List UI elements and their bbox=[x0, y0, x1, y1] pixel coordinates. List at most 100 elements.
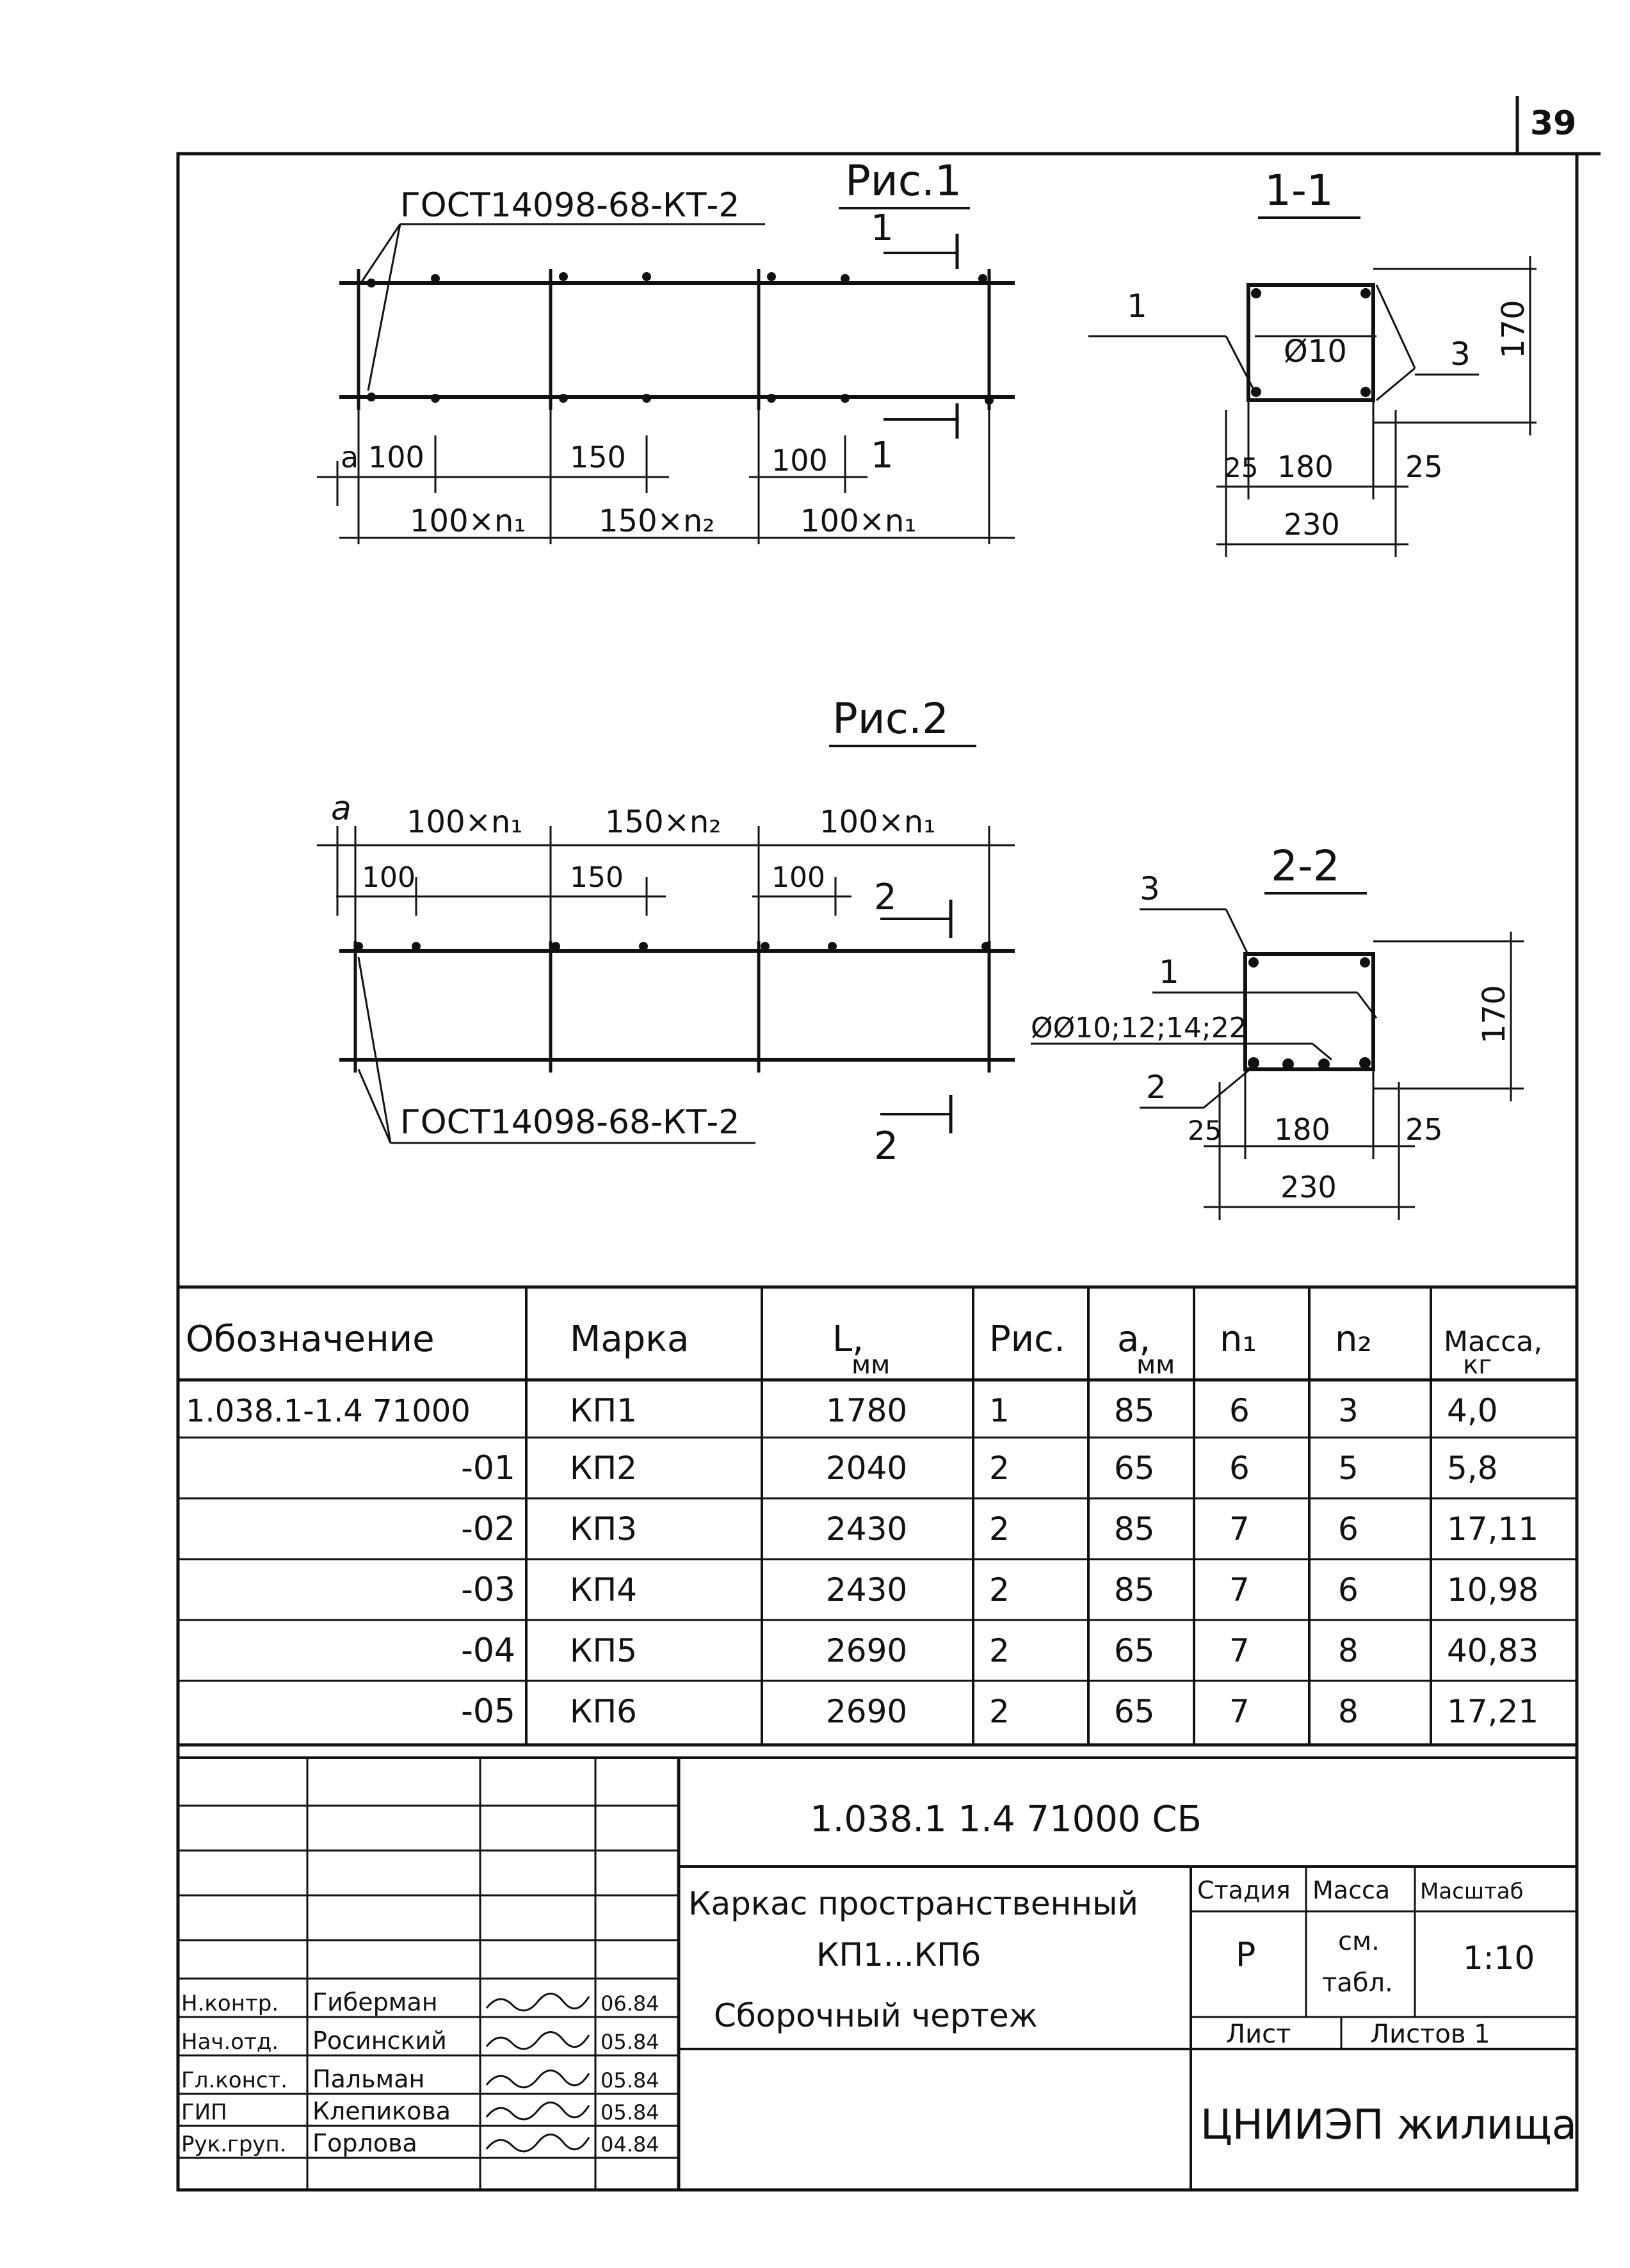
table-cell: КП3 bbox=[570, 1511, 637, 1548]
signer-name: Горлова bbox=[312, 2129, 417, 2157]
section2-total: 230 bbox=[1280, 1170, 1337, 1204]
fig2-title: Рис.2 bbox=[832, 694, 949, 743]
drawing-name-line2: КП1...КП6 bbox=[816, 1936, 981, 1973]
signer-role: ГИП bbox=[181, 2100, 227, 2125]
section2-dim-left: 25 bbox=[1188, 1115, 1222, 1146]
leader-line bbox=[1225, 909, 1250, 956]
section2-title: 2-2 bbox=[1271, 841, 1340, 891]
signer-role: Н.контр. bbox=[181, 1991, 278, 2016]
leader-line bbox=[1375, 284, 1416, 369]
table-cell: 2 bbox=[989, 1571, 1010, 1608]
table-cell: 40,83 bbox=[1447, 1632, 1538, 1669]
table-cell: КП6 bbox=[570, 1693, 637, 1730]
table-cell: 6 bbox=[1338, 1571, 1359, 1608]
leader-line bbox=[1312, 1042, 1332, 1061]
table-cell: 2040 bbox=[826, 1450, 907, 1487]
fig2-section-mark-bottom: 2 bbox=[874, 1124, 898, 1169]
section2-callout-3: 3 bbox=[1140, 870, 1160, 907]
section1-stirrup bbox=[1247, 283, 1375, 402]
leader-line bbox=[1225, 336, 1256, 393]
section1-dim-right: 25 bbox=[1405, 450, 1443, 484]
fig1-dim-100b: 100 bbox=[771, 443, 828, 478]
section2-dim-mid: 180 bbox=[1274, 1112, 1330, 1147]
figure-2: Рис.2 a 100×n₁ 150×n₂ 100×n₁ 100 150 100… bbox=[317, 694, 1015, 1169]
section1-total: 230 bbox=[1284, 507, 1340, 542]
table-cell-designation: -02 bbox=[461, 1510, 515, 1548]
organization: ЦНИИЭП жилища bbox=[1200, 2102, 1577, 2149]
fig2-inner-150: 150 bbox=[570, 861, 624, 894]
table-header-unit: кг bbox=[1463, 1350, 1492, 1380]
section2-stirrup bbox=[1243, 952, 1375, 1071]
table-header: Масса, bbox=[1444, 1325, 1542, 1358]
signer-date: 05.84 bbox=[601, 2100, 659, 2125]
signer-date: 06.84 bbox=[601, 1991, 659, 2016]
signature-grid bbox=[178, 1758, 679, 2190]
fig2-dim-n1: 100×n₁ bbox=[407, 804, 523, 840]
table-cell: 85 bbox=[1114, 1392, 1155, 1429]
table-cell: 17,21 bbox=[1447, 1693, 1538, 1730]
table-cell: 2 bbox=[989, 1693, 1010, 1730]
leader-line bbox=[1203, 1069, 1249, 1109]
table-cell-designation: -01 bbox=[461, 1449, 515, 1487]
fig1-section-mark-top: 1 bbox=[871, 207, 894, 249]
section2-height: 170 bbox=[1476, 985, 1512, 1044]
table-header: Обозначение bbox=[186, 1318, 435, 1360]
section1-title: 1-1 bbox=[1264, 166, 1334, 215]
stage-value: Р bbox=[1236, 1936, 1255, 1974]
signature-scribble bbox=[485, 2070, 590, 2089]
table-cell-designation: 1.038.1-1.4 71000 bbox=[186, 1393, 471, 1429]
fig2-dim-n1b: 100×n₁ bbox=[819, 804, 936, 840]
table-cell: 17,11 bbox=[1447, 1511, 1538, 1548]
table-cell: 7 bbox=[1229, 1632, 1250, 1669]
stage-label: Стадия bbox=[1197, 1876, 1291, 1904]
scale-value: 1:10 bbox=[1463, 1940, 1535, 1977]
table-cell: 2 bbox=[989, 1632, 1010, 1669]
leader-line bbox=[357, 1069, 392, 1144]
table-cell-designation: -03 bbox=[461, 1571, 515, 1609]
fig1-section-mark-bottom: 1 bbox=[871, 435, 894, 476]
fig2-weld-note: ГОСТ14098-68-КТ-2 bbox=[400, 1103, 739, 1142]
dimension-ticks bbox=[336, 410, 990, 544]
signer-date: 05.84 bbox=[601, 2030, 659, 2054]
table-header-unit: мм bbox=[1136, 1350, 1175, 1380]
figure-1: Рис.1 ГОСТ14098-68-КТ-2 1 1 bbox=[317, 156, 1015, 544]
table-cell: 1 bbox=[989, 1392, 1010, 1429]
section1-bars bbox=[1251, 288, 1371, 397]
section1-dim-left: 25 bbox=[1224, 452, 1258, 483]
table-cell: 1780 bbox=[826, 1392, 907, 1429]
leader-line bbox=[360, 223, 401, 282]
signature-scribble bbox=[485, 2102, 590, 2121]
weld-points bbox=[354, 942, 990, 951]
table-cell: 2 bbox=[989, 1450, 1010, 1487]
fig1-dim-100: 100 bbox=[368, 440, 424, 474]
scale-label: Масштаб bbox=[1420, 1879, 1524, 1904]
section1-callout-3: 3 bbox=[1450, 336, 1471, 373]
signer-date: 04.84 bbox=[601, 2132, 659, 2157]
table-cell: КП1 bbox=[570, 1392, 637, 1429]
signer-role: Гл.конст. bbox=[181, 2068, 287, 2093]
dimension-ticks bbox=[336, 826, 990, 948]
signature-scribble bbox=[485, 2134, 590, 2153]
table-cell: 10,98 bbox=[1447, 1571, 1538, 1608]
fig2-inner-100: 100 bbox=[362, 861, 416, 894]
section1-callout-1: 1 bbox=[1127, 288, 1147, 325]
mass-label: Масса bbox=[1312, 1876, 1390, 1904]
section2-bar-dia: ØØ10;12;14;22 bbox=[1031, 1012, 1247, 1044]
signer-name: Росинский bbox=[312, 2027, 447, 2055]
table-column-lines bbox=[525, 1287, 1432, 1745]
table-header: n₁ bbox=[1220, 1318, 1257, 1360]
table-cell: 6 bbox=[1229, 1450, 1250, 1487]
table-header: Марка bbox=[570, 1318, 689, 1360]
fig2-inner-100b: 100 bbox=[771, 861, 825, 894]
title-block: 1.038.1 1.4 71000 СБ Каркас пространстве… bbox=[178, 1758, 1577, 2190]
table-cell: 2430 bbox=[826, 1511, 907, 1548]
section1-height: 170 bbox=[1496, 300, 1531, 359]
drawing-name-line1: Каркас пространственный bbox=[688, 1885, 1138, 1922]
table-header: n₂ bbox=[1335, 1318, 1372, 1360]
table-cell: 7 bbox=[1229, 1571, 1250, 1608]
table-cell: 5 bbox=[1338, 1450, 1359, 1487]
fig1-dim-n1b: 100×n₁ bbox=[800, 503, 917, 539]
